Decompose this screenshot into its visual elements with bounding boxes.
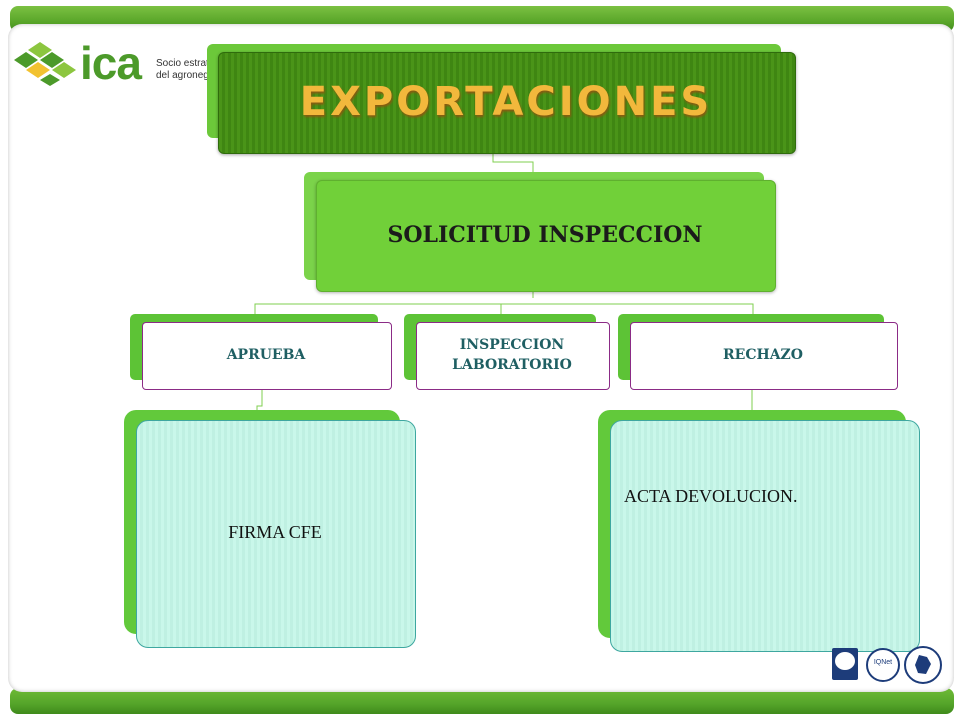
- result-firma-label: FIRMA CFE: [228, 522, 322, 542]
- branch-inspeccion-node: [416, 322, 610, 390]
- result-acta-label: ACTA DEVOLUCION.: [624, 486, 798, 506]
- certification-badge-3: [904, 646, 942, 684]
- iqnet-badge: IQNet: [866, 648, 900, 682]
- logo-tagline-1: Socio estrat: [156, 58, 209, 69]
- ica-logo-icon: [14, 42, 76, 86]
- branch-rechazo-node: [630, 322, 898, 390]
- result-acta-node: [610, 420, 920, 652]
- title-node: [218, 52, 796, 154]
- branch-inspeccion-label: INSPECCION LABORATORIO: [416, 322, 608, 388]
- logo-tagline-2: del agroneg: [156, 70, 209, 81]
- root-node: [316, 180, 776, 292]
- branch-inspeccion-line1: INSPECCION: [459, 337, 565, 353]
- logo-wordmark: ica: [80, 37, 142, 89]
- title-label: EXPORTACIONES: [299, 79, 713, 125]
- ica-logo: [14, 38, 214, 88]
- root-label: SOLICITUD INSPECCION: [387, 222, 703, 248]
- branch-inspeccion-line2: LABORATORIO: [452, 357, 572, 373]
- certification-badge-1: [832, 648, 858, 680]
- result-firma-node: [136, 420, 416, 648]
- branch-rechazo-label: RECHAZO: [723, 347, 803, 363]
- iqnet-badge-text: IQNet: [873, 659, 893, 666]
- colombia-map-icon: [915, 655, 931, 674]
- bottom-green-bar: [10, 688, 954, 714]
- branch-aprueba-label: APRUEBA: [226, 347, 306, 363]
- certification-badge-1-icon: [835, 652, 855, 670]
- branch-aprueba-node: [142, 322, 392, 390]
